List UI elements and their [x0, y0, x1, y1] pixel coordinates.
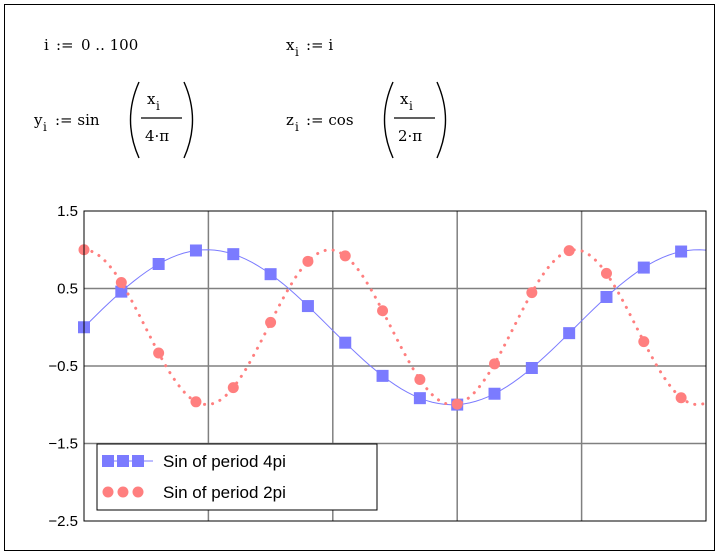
plot-series — [78, 244, 708, 411]
legend-marker-square — [102, 455, 114, 467]
data-point-circle — [115, 276, 127, 288]
legend-label: Sin of period 4pi — [163, 452, 286, 471]
y-right-paren — [183, 81, 194, 159]
data-point-circle — [489, 358, 501, 370]
legend-label: Sin of period 2pi — [163, 483, 286, 502]
z-variable: z — [286, 111, 294, 129]
data-point-circle — [377, 305, 389, 317]
z-numerator-sub: i — [409, 99, 413, 113]
data-point-circle — [638, 336, 650, 348]
data-point-circle — [451, 398, 463, 410]
y-tick-label: 1.5 — [57, 203, 78, 220]
series-line — [82, 248, 708, 407]
data-point-square — [227, 248, 240, 261]
data-point-square — [115, 285, 128, 298]
z-denominator: 2·π — [398, 127, 422, 145]
x-assign-expression: := i — [306, 36, 333, 54]
range-definition[interactable]: i := 0 .. 100 — [44, 36, 138, 54]
data-point-square — [339, 336, 352, 349]
z-left-paren — [383, 81, 394, 159]
legend-marker-square — [132, 455, 144, 467]
y-left-paren — [129, 81, 140, 159]
data-point-square — [376, 369, 389, 382]
data-point-square — [563, 327, 576, 340]
legend-marker-circle — [132, 486, 144, 498]
data-point-circle — [339, 250, 351, 262]
data-point-circle — [600, 267, 612, 279]
legend-marker-square — [117, 455, 129, 467]
y-subscript: i — [43, 120, 47, 134]
data-point-square — [488, 387, 501, 400]
data-point-square — [600, 290, 613, 303]
data-point-circle — [265, 316, 277, 328]
y-tick-label: −0.5 — [48, 358, 78, 375]
data-point-circle — [675, 392, 687, 404]
data-point-circle — [190, 396, 202, 408]
data-point-circle — [526, 287, 538, 299]
range-assign-operator: := — [56, 36, 74, 54]
y-denominator: 4·π — [145, 127, 169, 145]
z-right-paren — [436, 81, 447, 159]
x-subscript: i — [295, 45, 299, 59]
data-point-square — [189, 244, 202, 257]
data-point-square — [525, 361, 538, 374]
data-point-circle — [153, 347, 165, 359]
legend-marker-circle — [102, 486, 114, 498]
y-numerator-var: x — [147, 90, 156, 108]
y-tick-label: −1.5 — [48, 436, 78, 453]
data-point-square — [264, 268, 277, 281]
data-point-square — [413, 392, 426, 405]
y-assign-expression: := sin — [55, 111, 100, 129]
data-point-square — [301, 300, 314, 313]
x-definition[interactable]: x i := i — [286, 36, 333, 59]
worksheet-region-border — [4, 4, 715, 551]
z-assign-expression: := cos — [306, 111, 354, 129]
data-point-circle — [302, 255, 314, 267]
legend-marker-circle — [117, 486, 129, 498]
data-point-square — [675, 245, 688, 258]
data-point-square — [152, 257, 165, 270]
y-tick-label: 0.5 — [57, 281, 78, 298]
data-point-square — [637, 261, 650, 274]
y-definition[interactable]: y i := sin x i 4·π — [33, 81, 194, 159]
equation-region: i := 0 .. 100 x i := i y i := sin x i 4·… — [33, 36, 447, 159]
x-variable: x — [286, 36, 295, 54]
y-axis-ticks: 1.5 0.5 −0.5 −1.5 −2.5 — [48, 203, 78, 530]
range-value: 0 .. 100 — [81, 36, 138, 54]
range-variable: i — [44, 36, 49, 54]
y-numerator-sub: i — [156, 99, 160, 113]
data-point-circle — [563, 245, 575, 257]
z-subscript: i — [295, 120, 299, 134]
y-variable: y — [33, 111, 43, 129]
z-numerator-var: x — [400, 90, 409, 108]
plot-frame — [83, 210, 707, 522]
z-definition[interactable]: z i := cos x i 2·π — [286, 81, 447, 159]
data-point-circle — [227, 382, 239, 394]
series-line — [83, 249, 707, 406]
y-tick-label: −2.5 — [48, 513, 78, 530]
data-point-circle — [414, 374, 426, 386]
